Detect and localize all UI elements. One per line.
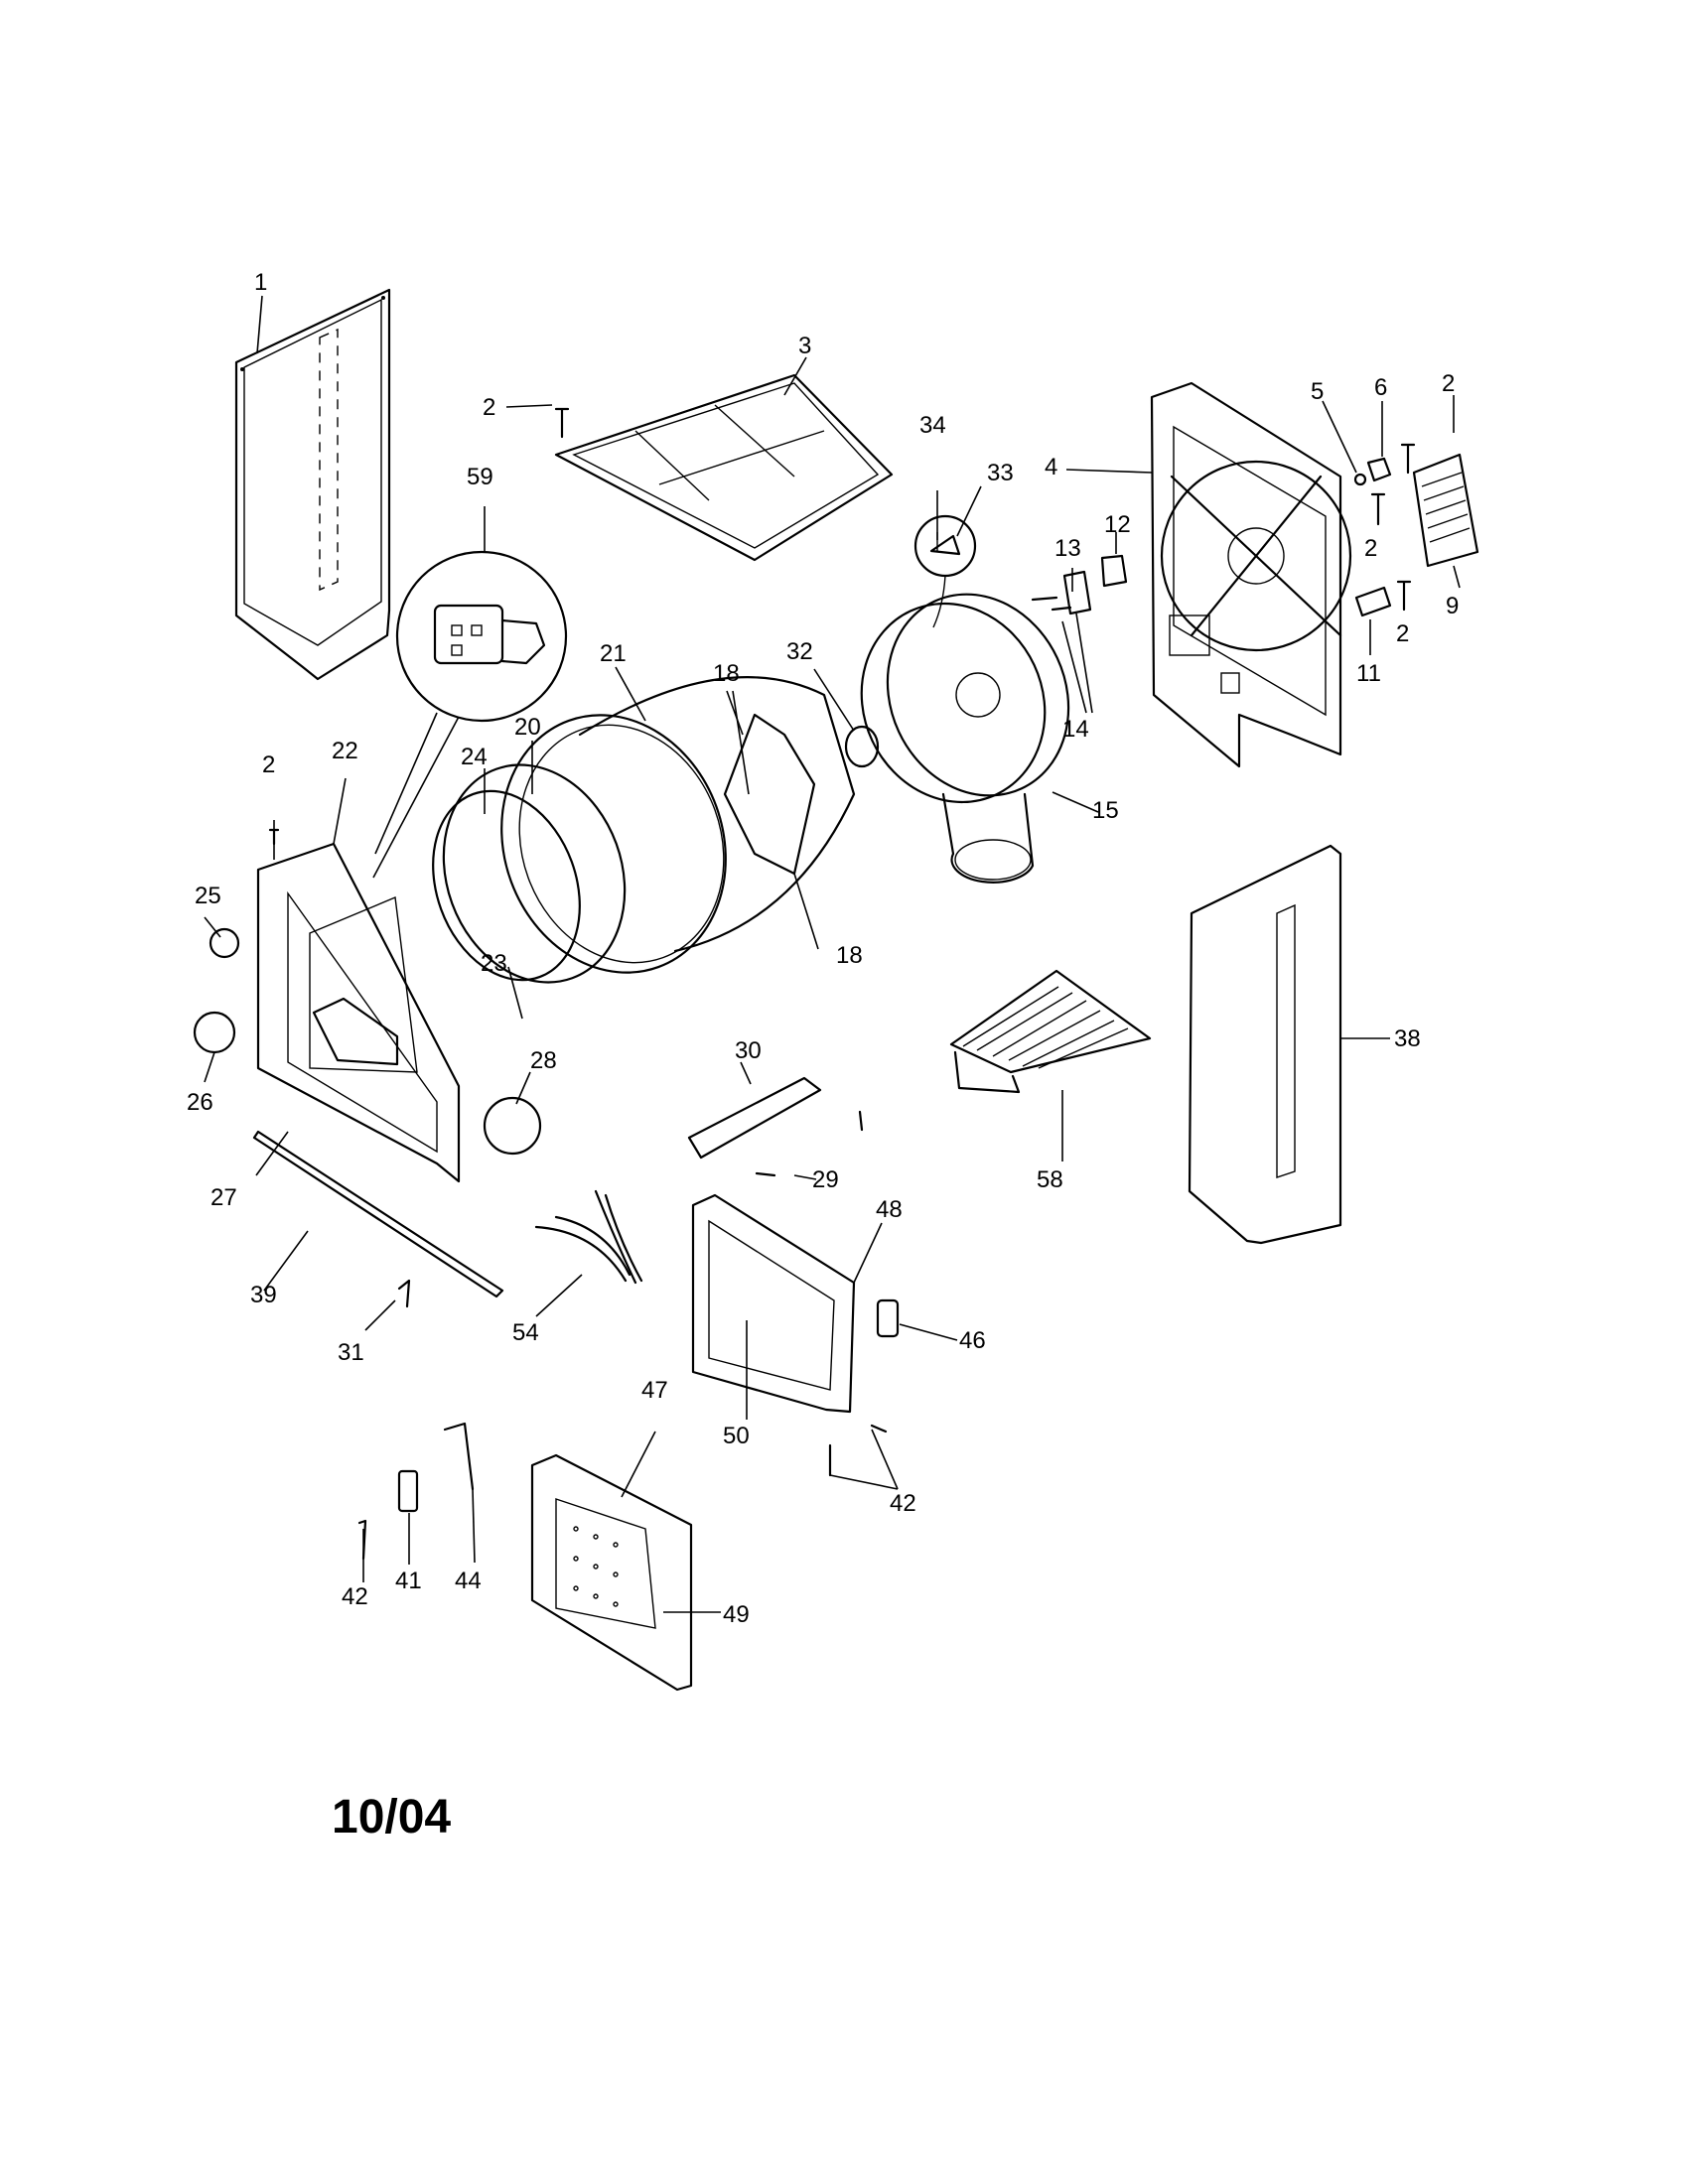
part-54-wire-harness [534,1189,643,1317]
callout-59: 59 [467,464,493,490]
part-38-side-panel [1188,844,1390,1245]
callout-33: 33 [987,460,1014,486]
part-59-detail-circle [372,506,568,879]
part-2-screw-top [505,404,570,439]
callout-47: 47 [641,1377,668,1404]
callout-2: 2 [1364,535,1377,562]
callout-labels: 1 2 3 2 5 6 59 34 33 4 2 9 12 13 2 11 32… [187,269,1459,1628]
part-3-top-panel [554,373,894,562]
callout-3: 3 [798,333,811,359]
part-48-lower-panel [691,1193,958,1490]
part-22-front-panel [256,777,461,1183]
part-58-rack [949,969,1152,1161]
callout-12: 12 [1104,511,1131,538]
callout-28: 28 [530,1047,557,1074]
callout-2: 2 [1442,370,1455,397]
callout-39: 39 [250,1282,277,1308]
callout-1: 1 [254,269,267,296]
callout-24: 24 [461,744,488,770]
part-21-drum [500,666,856,974]
part-32-bearing [813,668,880,768]
callout-30: 30 [735,1037,762,1064]
callout-38: 38 [1394,1025,1421,1052]
callout-14: 14 [1062,716,1089,743]
callout-18: 18 [836,942,863,969]
callout-6: 6 [1374,374,1387,401]
callout-26: 26 [187,1089,213,1116]
callout-31: 31 [338,1339,364,1366]
callout-42: 42 [342,1583,368,1610]
callout-29: 29 [812,1166,839,1193]
callout-41: 41 [395,1568,422,1594]
callout-2: 2 [1396,620,1409,647]
part-20-23-24-seals [432,741,627,1020]
callout-2: 2 [483,394,495,421]
part-5-6-9-11-small-parts [1031,395,1479,714]
callout-50: 50 [723,1423,750,1449]
callout-18: 18 [713,660,740,687]
callout-9: 9 [1446,593,1459,619]
callout-48: 48 [876,1196,903,1223]
callout-15: 15 [1092,797,1119,824]
callout-13: 13 [1054,535,1081,562]
callout-58: 58 [1037,1166,1063,1193]
callout-32: 32 [786,638,813,665]
callout-5: 5 [1311,378,1324,405]
callout-4: 4 [1045,454,1057,480]
part-15-blower-housing [860,593,1099,884]
part-25-28-door-parts [193,916,542,1176]
part-1-side-panel [234,288,391,681]
callout-27: 27 [210,1184,237,1211]
callout-25: 25 [195,883,221,909]
part-4-rear-panel [1150,381,1352,768]
callout-44: 44 [455,1568,482,1594]
callout-20: 20 [514,714,541,741]
callout-11: 11 [1356,660,1381,687]
callout-46: 46 [959,1327,986,1354]
callout-54: 54 [512,1319,539,1346]
part-47-vented-panel [530,1431,721,1692]
date-code: 10/04 [332,1791,451,1843]
part-30-bracket [687,1061,864,1180]
callout-34: 34 [919,412,946,439]
part-39-base-strip [252,1130,504,1331]
callout-42: 42 [890,1490,916,1517]
callout-22: 22 [332,738,358,764]
callout-2: 2 [262,751,275,778]
callout-49: 49 [723,1601,750,1628]
callout-21: 21 [600,640,627,667]
part-41-42-44-small-parts [357,1422,476,1582]
callout-23: 23 [481,950,507,977]
